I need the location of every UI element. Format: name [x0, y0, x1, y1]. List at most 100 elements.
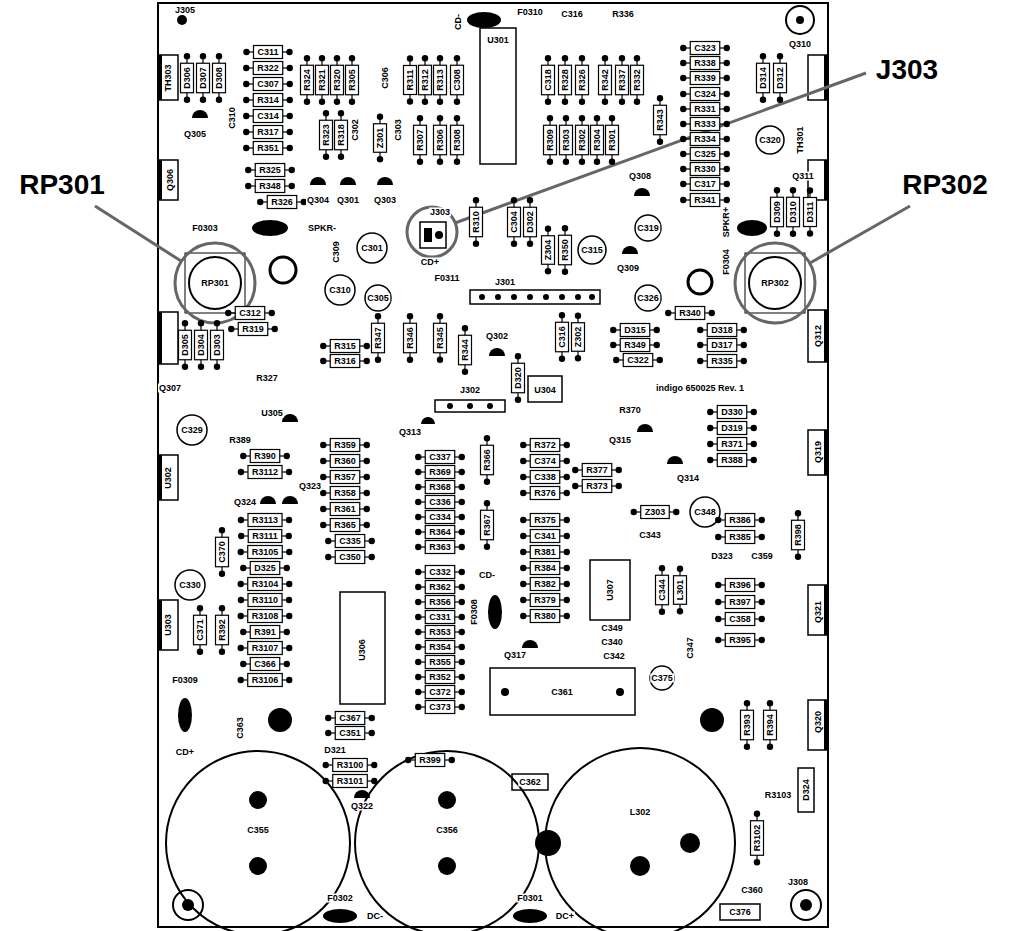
solder-pad [673, 509, 679, 515]
solder-pad [707, 441, 713, 447]
component-body [248, 610, 283, 623]
component-body [542, 236, 555, 265]
component-footprint [715, 613, 765, 626]
component-footprint [434, 313, 447, 363]
component-body [764, 710, 777, 740]
component-designator: R356 [428, 598, 452, 607]
transistor-symbol [340, 177, 356, 185]
component-footprint [240, 562, 290, 575]
part-label: TH301 [796, 125, 805, 154]
solder-pad [715, 599, 721, 605]
dip-package [480, 28, 516, 164]
component-footprint [320, 439, 370, 452]
mounting-hole [688, 270, 712, 294]
solder-pad [219, 571, 225, 577]
component-designator: R371 [720, 440, 744, 449]
component-designator: C323 [693, 44, 717, 53]
solder-pad [520, 533, 526, 539]
solder-pad [807, 230, 813, 236]
solder-pad [484, 544, 490, 550]
pads-and-pins [424, 228, 624, 696]
component-designator: R363 [428, 543, 452, 552]
part-label: F0311 [433, 274, 460, 283]
component-body [238, 323, 268, 336]
component-footprint [697, 339, 747, 352]
solder-pad [547, 159, 553, 165]
solder-pad [760, 53, 766, 59]
component-designator: R326 [270, 198, 294, 207]
capacitor-outline [635, 285, 661, 311]
solder-pad [547, 115, 553, 121]
header-pin [467, 403, 473, 409]
component-designator: R3113 [251, 516, 279, 525]
solder-pad [654, 327, 660, 333]
component-designator: C335 [338, 537, 362, 546]
component-body [425, 566, 455, 579]
solder-pad [323, 110, 329, 116]
solder-pad [417, 115, 423, 121]
component-footprint [556, 312, 569, 362]
component-footprint [434, 115, 447, 165]
component-designator: R3112 [251, 468, 279, 477]
part-label: J301 [494, 278, 516, 287]
solder-pad [240, 661, 246, 667]
component-footprint [238, 578, 293, 591]
solder-pad [214, 364, 220, 370]
solder-pad [619, 55, 625, 61]
solder-pad [240, 629, 246, 635]
component-body [253, 126, 283, 139]
mounting-hole [791, 890, 821, 920]
mounting-hole [173, 890, 203, 920]
solder-pad [286, 517, 292, 523]
solder-pad [610, 342, 616, 348]
capacitor-outline [720, 904, 760, 920]
component-footprint [610, 339, 660, 352]
component-body [425, 686, 455, 699]
component-body [717, 422, 747, 435]
solder-pad [200, 53, 206, 59]
solder-pad [459, 454, 465, 460]
solder-pad [564, 442, 570, 448]
header-pin [575, 294, 581, 300]
solder-pad [407, 55, 413, 61]
part-label: C303 [394, 118, 403, 142]
solder-pad [774, 231, 780, 237]
leader-line [95, 206, 181, 261]
component-designator: C334 [428, 513, 452, 522]
component-body [255, 180, 285, 193]
component-designator: R344 [461, 338, 470, 362]
solder-pad [707, 457, 713, 463]
component-designator: R330 [693, 165, 717, 174]
solder-pad [741, 358, 747, 364]
part-label: F0302 [326, 894, 354, 903]
component-footprint [323, 775, 378, 788]
solder-pad [287, 81, 293, 87]
component-body [316, 65, 329, 95]
solder-pad [484, 479, 490, 485]
solder-pad [459, 529, 465, 535]
component-footprint [415, 526, 465, 539]
solder-pad [545, 99, 551, 105]
solder-pad [286, 581, 292, 587]
component-footprint [680, 148, 730, 161]
callout-label: RP301 [19, 171, 105, 199]
package-tab [158, 55, 162, 100]
solder-pad [371, 762, 377, 768]
component-designator: C338 [533, 473, 557, 482]
solder-pad [228, 326, 234, 332]
solder-pad [759, 599, 765, 605]
component-designator: R382 [533, 580, 557, 589]
component-footprint [520, 546, 570, 559]
solder-pad [415, 454, 421, 460]
component-body [451, 65, 464, 95]
capacitor-outline [690, 497, 720, 527]
part-label: J305 [174, 6, 196, 15]
component-designator: R349 [623, 341, 647, 350]
header-pin [495, 294, 501, 300]
solder-pad [238, 533, 244, 539]
component-footprint [238, 546, 293, 559]
callout-label: J303 [876, 56, 938, 84]
solder-pad [320, 458, 326, 464]
component-designator: R352 [428, 673, 452, 682]
component-footprint [238, 610, 293, 623]
